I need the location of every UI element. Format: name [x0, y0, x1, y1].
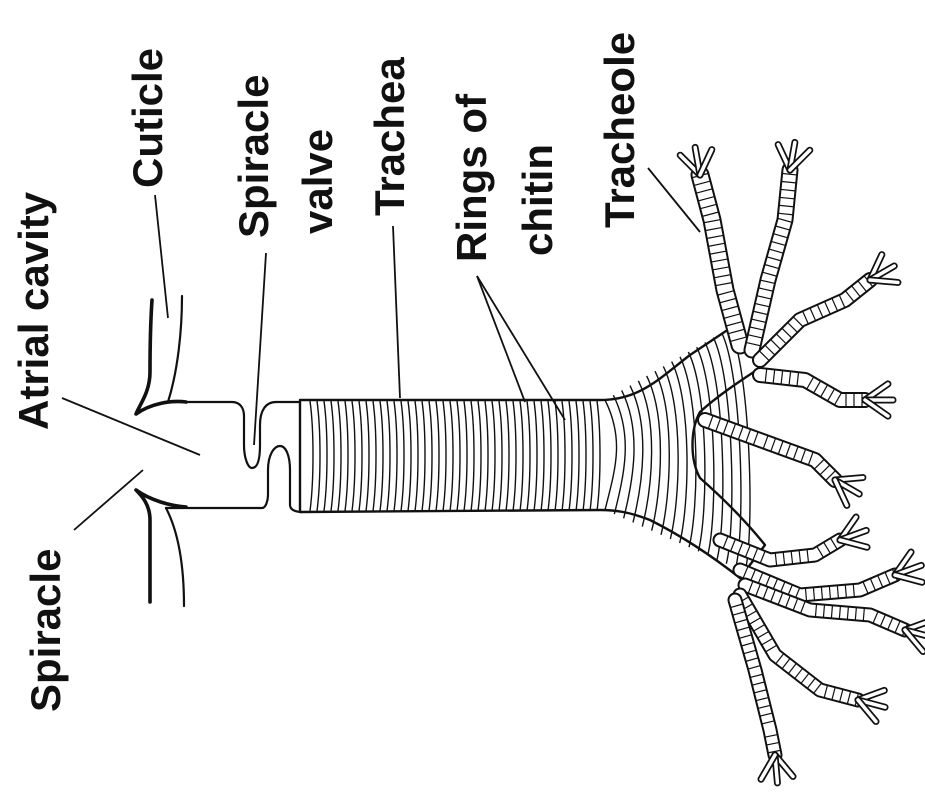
- label-atrial-cavity: Atrial cavity: [10, 191, 57, 430]
- tracheole-tip-fill: [870, 280, 898, 282]
- leader-rings-1: [477, 276, 525, 402]
- label-rings-line1: Rings of: [448, 93, 495, 262]
- leader-spiracle: [74, 470, 143, 530]
- label-spiracle-valve-line2: valve: [294, 129, 341, 234]
- label-spiracle: Spiracle: [22, 549, 69, 712]
- leader-rings-2: [477, 276, 565, 420]
- labels: Cuticle Atrial cavity Spiracle Spiracle …: [10, 32, 643, 712]
- leader-cuticle: [155, 195, 168, 318]
- trachea: [300, 325, 765, 578]
- tracheole-branches: [680, 142, 925, 782]
- label-cuticle: Cuticle: [124, 48, 171, 188]
- leader-atrial-cavity: [62, 398, 200, 455]
- label-spiracle-valve-line1: Spiracle: [230, 75, 277, 238]
- tracheole-fill: [752, 170, 790, 350]
- label-tracheole: Tracheole: [596, 32, 643, 228]
- atrial-cavity: [166, 402, 302, 512]
- label-rings-line2: chitin: [514, 144, 561, 256]
- label-trachea: Trachea: [366, 57, 413, 216]
- cuticle-wall: [136, 296, 186, 606]
- leader-trachea: [393, 226, 400, 398]
